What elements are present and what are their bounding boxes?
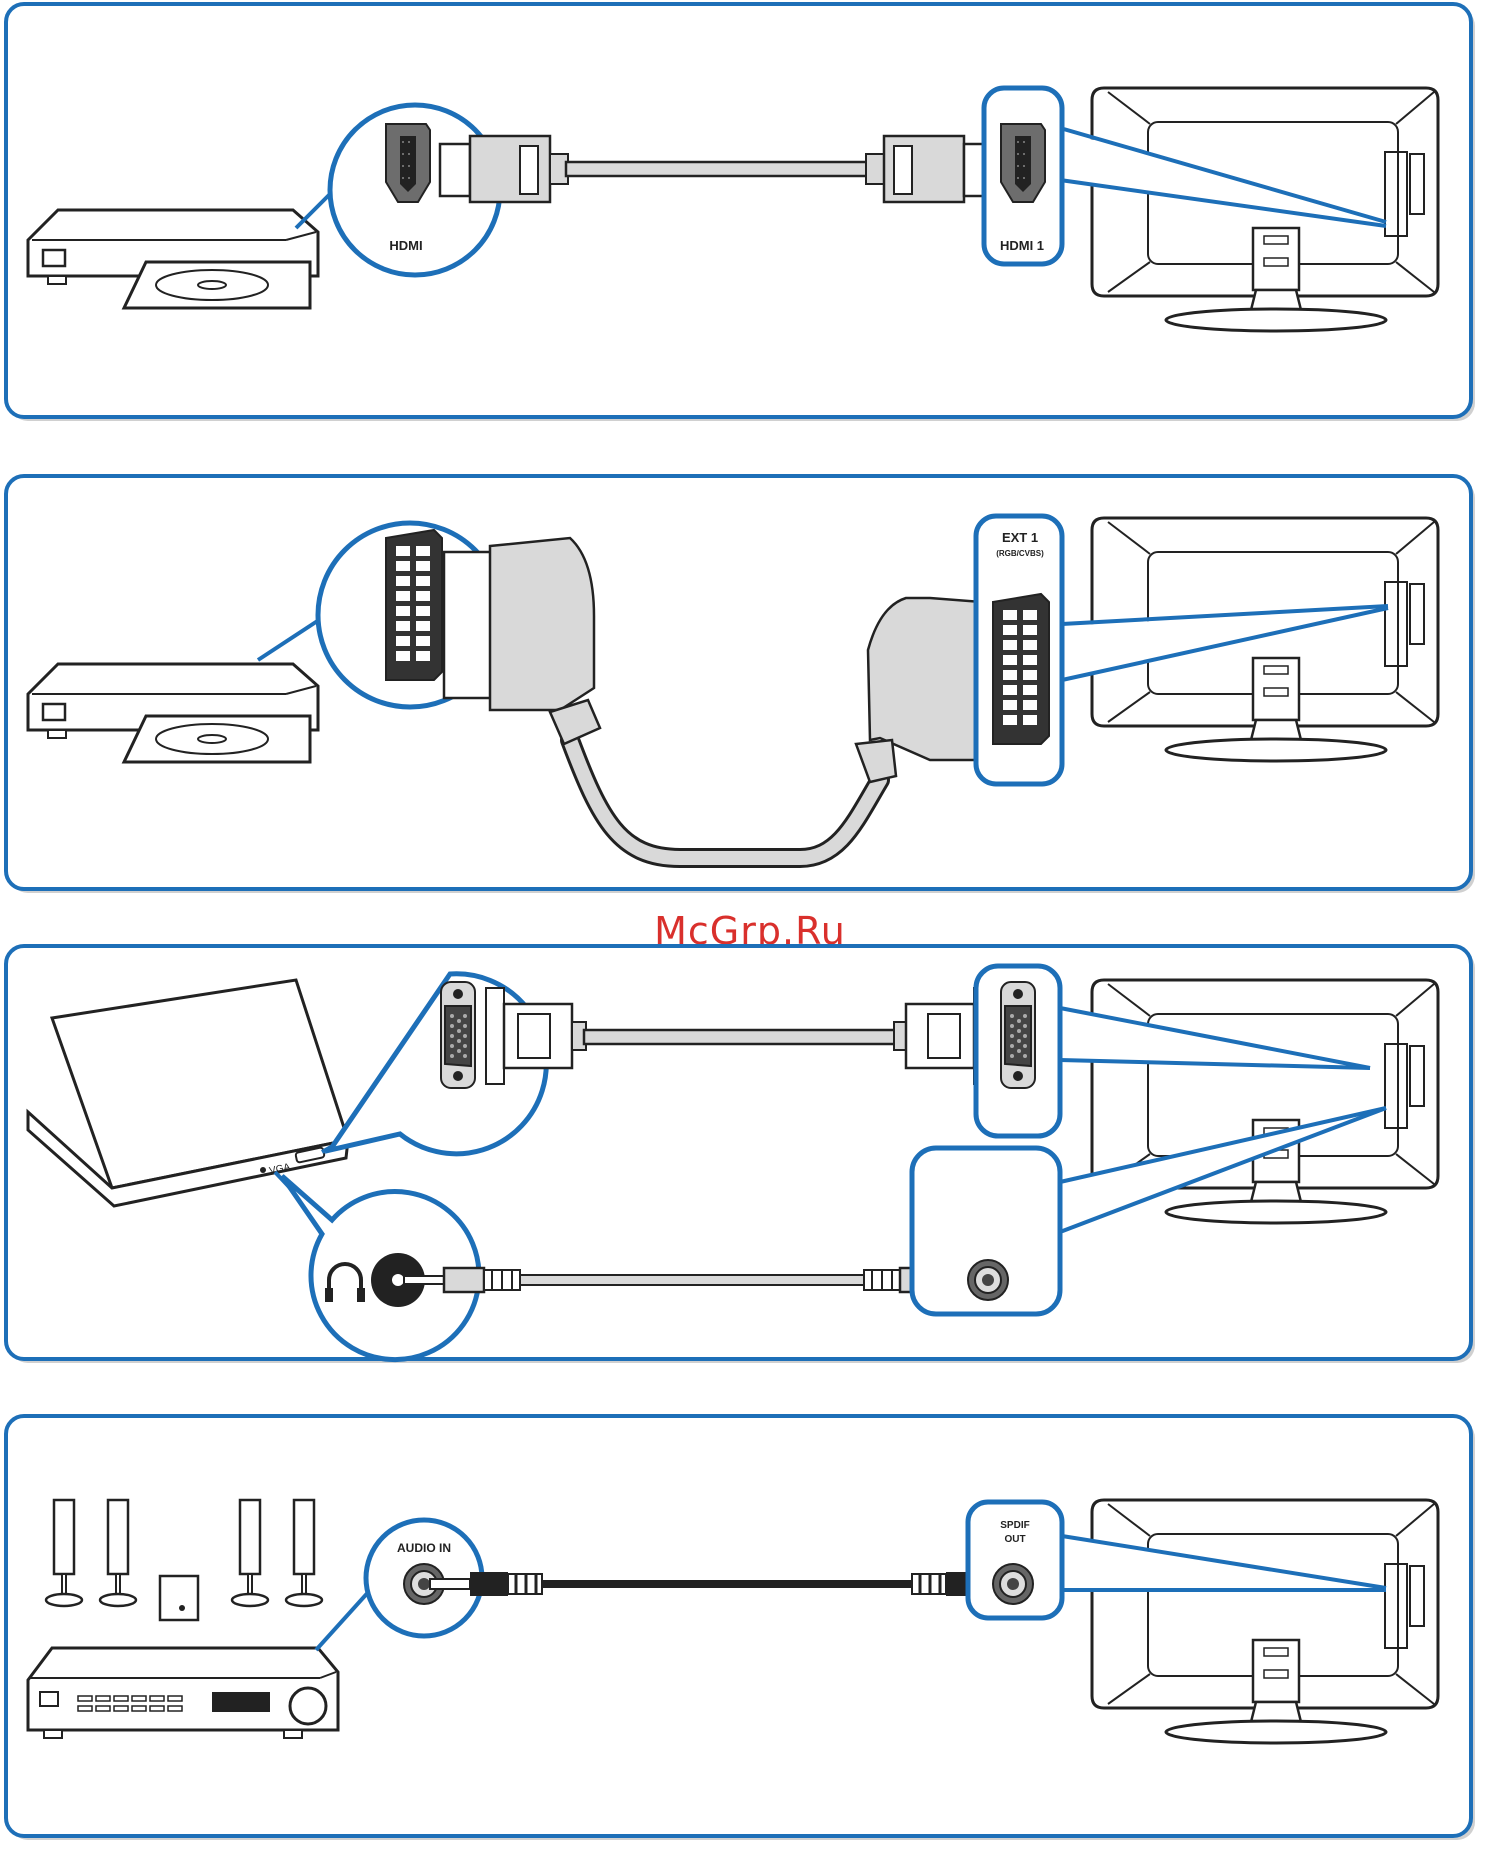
panel-hdmi: HDMI HDMI 1 <box>6 4 1475 421</box>
tv-port-label-line2: OUT <box>1004 1534 1025 1545</box>
source-port-label: AUDIO IN <box>397 1541 451 1555</box>
hdmi-port-icon <box>1001 124 1045 202</box>
subwoofer-icon <box>160 1576 198 1620</box>
source-port-label: HDMI <box>389 238 422 253</box>
tv-port-sublabel: (RGB/CVBS) <box>996 549 1044 558</box>
vga-port-icon <box>441 982 475 1088</box>
amplifier-icon <box>28 1648 338 1738</box>
tv-rear-icon <box>1092 1500 1438 1743</box>
hdmi-port-icon <box>386 124 430 202</box>
tv-port-label: EXT 1 <box>1002 530 1038 545</box>
vga-port-icon <box>1001 982 1035 1088</box>
panel-vga: VGA <box>6 946 1475 1363</box>
scart-port-icon <box>993 594 1049 744</box>
audio-in-socket-icon <box>968 1260 1008 1300</box>
tv-port-label: HDMI 1 <box>1000 238 1044 253</box>
spdif-out-socket-icon <box>993 1564 1033 1604</box>
panel-spdif: AUDIO IN SPDIF OUT <box>6 1416 1475 1840</box>
panel-scart: EXT 1 (RGB/CVBS) <box>6 476 1475 893</box>
scart-port-icon <box>386 530 442 680</box>
tv-port-label-line1: SPDIF <box>1000 1520 1029 1531</box>
